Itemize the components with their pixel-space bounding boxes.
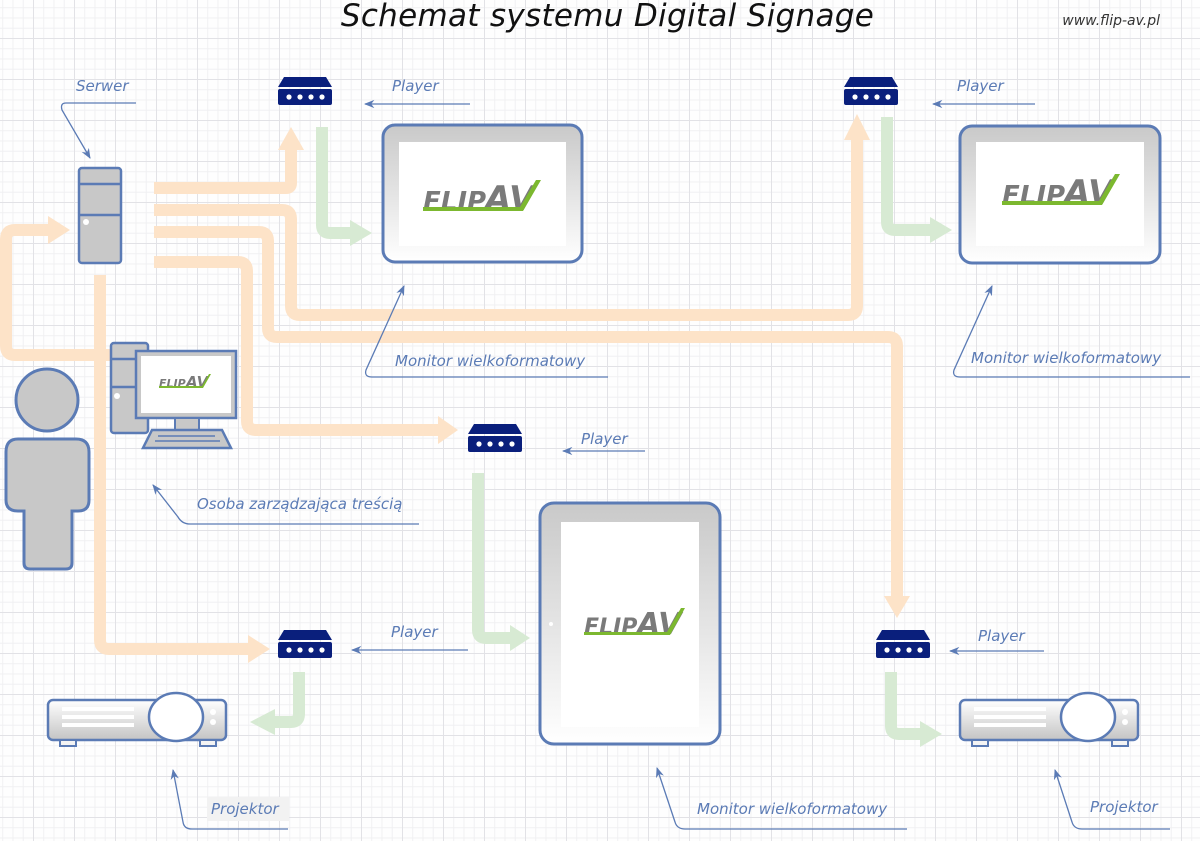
flipav-logo-icon: FLIP AV <box>423 179 541 219</box>
projector-icon-right[interactable] <box>958 691 1140 748</box>
flipav-logo-icon: FLIP AV <box>159 373 211 391</box>
svg-text:FLIP: FLIP <box>584 615 637 640</box>
flow-player-to-monitor-top-left <box>316 127 350 239</box>
svg-text:FLIP: FLIP <box>423 187 486 217</box>
label-content-manager: Osoba zarządzająca treścią <box>197 495 402 513</box>
player-icon-bottom-left[interactable] <box>278 630 332 658</box>
arrowhead-icon <box>48 216 70 244</box>
callout-monitor-bottom <box>656 767 907 830</box>
projector-icon-left[interactable] <box>46 691 228 748</box>
label-player-bottom-right: Player <box>978 627 1026 645</box>
label-projector-left: Projektor <box>211 800 280 818</box>
player-icon-top-right[interactable] <box>844 77 898 105</box>
label-player-middle: Player <box>581 430 629 448</box>
monitor-top-right[interactable]: FLIP AV <box>958 124 1162 265</box>
callout-monitor-top-left <box>364 285 608 378</box>
svg-text:AV: AV <box>635 607 684 642</box>
flow-workstation-to-server <box>0 224 110 361</box>
monitor-bottom-portrait[interactable]: FLIP AV <box>538 501 722 746</box>
player-icon-top-left[interactable] <box>278 77 332 105</box>
workstation-computer-icon[interactable]: FLIP AV <box>109 341 238 450</box>
arrowhead-icon <box>350 220 372 246</box>
callout-projector-left <box>170 768 288 830</box>
monitor-top-left[interactable]: FLIP AV <box>381 123 584 264</box>
flow-server-to-player-top-right <box>154 140 863 321</box>
flow-server-to-player-bottom-left <box>94 275 248 655</box>
callout-server <box>60 102 136 159</box>
label-player-bottom-left: Player <box>391 623 439 641</box>
label-projector-left-bg <box>207 797 289 821</box>
arrowhead-icon <box>884 596 910 618</box>
label-monitor-bottom: Monitor wielkoformatowy <box>697 800 888 818</box>
label-player-top-left: Player <box>392 77 440 95</box>
data-flow-arrowheads <box>48 114 910 663</box>
flow-server-to-player-middle <box>154 256 438 436</box>
svg-text:FLIP: FLIP <box>1002 181 1065 211</box>
callout-content-manager <box>152 484 419 525</box>
website-url: www.flip-av.pl <box>1062 13 1160 29</box>
flow-player-to-monitor-top-right <box>881 117 930 236</box>
flow-server-to-player-top-left <box>154 150 297 194</box>
label-monitor-top-right: Monitor wielkoformatowy <box>971 349 1162 367</box>
svg-text:FLIP: FLIP <box>159 377 186 390</box>
arrowhead-icon <box>930 217 952 243</box>
callout-monitor-top-right <box>952 285 1190 378</box>
flipav-logo-icon: FLIP AV <box>1002 173 1120 213</box>
label-monitor-top-left: Monitor wielkoformatowy <box>395 352 586 370</box>
arrowhead-icon <box>438 416 458 444</box>
flow-player-to-projector-right <box>885 672 920 740</box>
page-title: Schemat systemu Digital Signage <box>340 0 875 34</box>
player-icon-middle[interactable] <box>468 424 522 452</box>
label-projector-right: Projektor <box>1090 798 1159 816</box>
callout-projector-right <box>1053 769 1170 830</box>
server-icon[interactable] <box>77 166 123 265</box>
arrowhead-icon <box>920 721 942 747</box>
arrowhead-icon <box>248 635 270 663</box>
arrowhead-icon <box>278 127 304 150</box>
label-server: Serwer <box>76 77 129 95</box>
flipav-logo-icon: FLIP AV <box>584 607 685 642</box>
arrowhead-icon <box>510 625 530 651</box>
player-icon-bottom-right[interactable] <box>876 630 930 658</box>
arrowhead-icon <box>844 114 870 140</box>
flow-player-to-projector-left <box>275 672 305 728</box>
person-icon <box>4 367 91 571</box>
label-player-top-right: Player <box>957 77 1005 95</box>
data-flow-lines <box>0 140 903 655</box>
display-flow-lines <box>275 117 930 740</box>
display-flow-arrowheads <box>250 217 952 747</box>
arrowhead-icon <box>250 709 275 735</box>
callout-lines <box>60 99 1190 830</box>
flow-player-to-monitor-bottom <box>472 473 510 644</box>
flow-server-to-player-bottom-right <box>154 226 903 596</box>
